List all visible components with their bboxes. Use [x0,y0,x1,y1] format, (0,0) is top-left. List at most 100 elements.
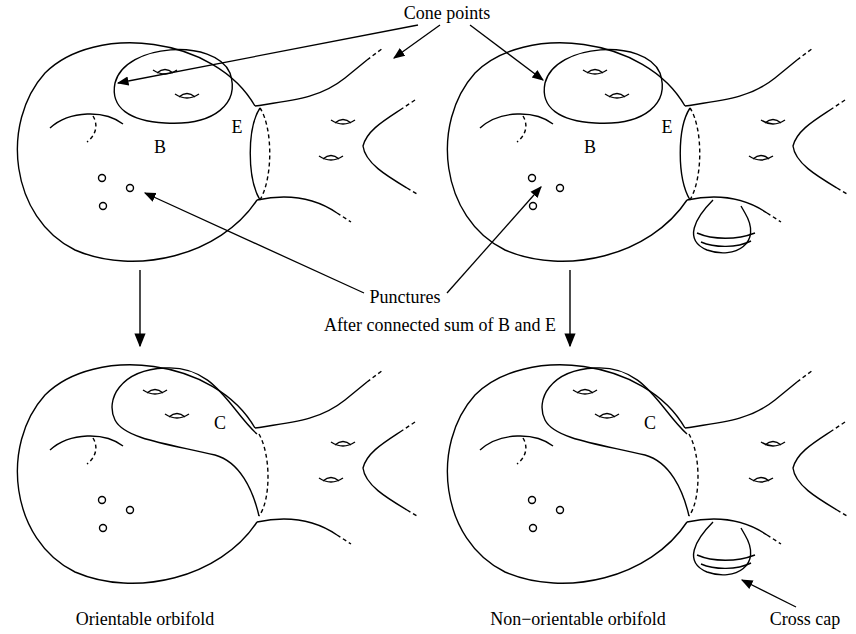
cross-cap-band [697,555,755,560]
surface-outline [337,213,351,222]
handle [761,120,785,124]
tube [517,116,526,142]
cone-region [114,50,232,124]
handle [319,156,343,160]
surface-outline [447,365,687,583]
caption: Non−orientable orbifold [490,610,666,630]
handle [175,94,199,98]
map-arrow [139,270,140,346]
handle [573,390,597,394]
annotation: Cone points [402,4,493,24]
boundary-curve [260,108,270,200]
orbifold-surface: C Orientable orbifold [15,350,415,632]
region-letter: E [232,118,243,138]
surface-drawing [445,350,850,632]
handle [609,94,625,98]
tube [87,438,96,464]
puncture [99,175,106,182]
surface-outline [17,365,257,583]
handle [331,120,355,124]
leader-line [145,193,364,293]
boundary-curve [250,108,260,200]
surface-outline [685,382,797,428]
region-letter: E [662,118,673,138]
puncture [530,203,537,210]
handle [577,390,593,394]
cross-cap [694,522,751,575]
leader-line [447,187,541,293]
surface-outline [257,519,337,535]
surface-outline [837,510,847,516]
handle [323,156,339,160]
surface-outline [363,430,407,510]
surface-outline [337,535,351,544]
annotation: Cross cap [768,610,843,630]
cross-cap-band [697,233,755,238]
map-arrow [569,270,570,346]
boundary-curve [690,108,700,200]
puncture [557,507,564,514]
handle [323,478,339,482]
tube [87,116,96,142]
region-letter: C [644,414,656,434]
merged-region [542,368,689,516]
puncture [127,507,134,514]
handle [147,390,163,394]
surface-drawing [445,28,850,268]
surface-outline [407,188,417,194]
caption: Orientable orbifold [76,610,214,630]
surface-outline [793,430,837,510]
surface-outline [255,60,367,106]
cross-cap-band [701,241,751,246]
cross-cap [694,200,751,253]
region-letter: B [584,138,596,158]
handle [765,120,781,124]
handle [749,478,773,482]
puncture [529,175,536,182]
leader-line [118,25,418,83]
handle [753,478,769,482]
surface-outline [793,108,837,188]
region-letter: C [214,414,226,434]
boundary-curve [689,434,698,516]
boundary-curve [680,108,690,200]
annotation: After connected sum of B and E [322,316,558,336]
tube [480,436,553,450]
puncture [100,525,107,532]
surface-outline [367,370,383,382]
surface-outline [797,370,813,382]
surface-drawing [15,350,415,632]
puncture [530,525,537,532]
merged-region [112,368,259,516]
handle [143,390,167,394]
tube [480,114,553,128]
handle [169,414,185,418]
cross-cap-band [701,563,751,568]
surface-outline [257,197,337,213]
annotation: Punctures [368,288,443,308]
handle [319,478,343,482]
surface-outline [797,48,813,60]
handle [165,414,189,418]
handle [599,414,615,418]
surface-outline [403,422,415,430]
tube [517,438,526,464]
surface-outline [833,100,845,108]
puncture [99,497,106,504]
puncture [127,185,134,192]
handle [153,70,177,74]
surface-drawing [15,28,415,268]
boundary-curve [259,434,268,516]
tube [50,114,123,128]
region-letter: B [154,138,166,158]
handle [765,442,781,446]
orbifold-surface: BE [15,28,415,268]
puncture [100,203,107,210]
surface-outline [837,188,847,194]
handle [179,94,195,98]
handle [157,70,173,74]
surface-outline [255,382,367,428]
handle [605,94,629,98]
handle [331,442,355,446]
surface-outline [403,100,415,108]
